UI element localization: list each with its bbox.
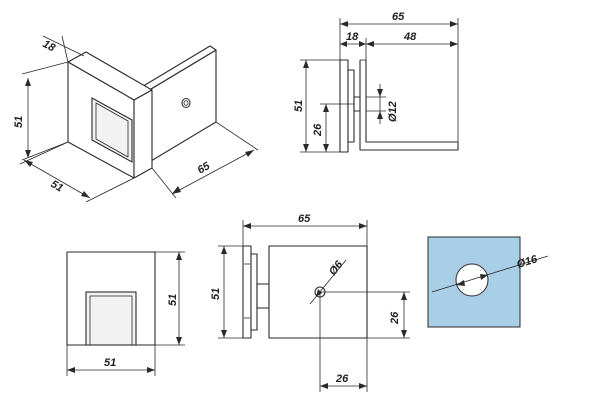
- side-dim65-label: 65: [298, 213, 311, 225]
- front-dim51h-arrow2: [176, 337, 182, 345]
- iso-recess-inner: [95, 102, 129, 158]
- iso-dim18-ext: [61, 35, 69, 63]
- side-view: 65 51 Ø6 26 26: [210, 213, 410, 392]
- side-bolt: [256, 283, 270, 309]
- iso-dim51w-line: [23, 159, 91, 199]
- iso-dim65-line: [171, 149, 255, 195]
- iso-screw-hole-inner-icon: [183, 100, 189, 106]
- iso-dim51h-ext2: [21, 141, 69, 161]
- iso-dim51h-ext1: [21, 61, 69, 75]
- top-dim65-arrow1: [340, 21, 348, 27]
- top-dim18-label: 18: [346, 31, 359, 43]
- front-dim51w-label: 51: [104, 357, 116, 369]
- iso-dim51w-label: 51: [49, 178, 66, 195]
- iso-dim51w-arrow1: [24, 160, 33, 167]
- side-dim26h-arrow1: [320, 383, 328, 389]
- iso-screw-hole-icon: [181, 97, 191, 109]
- front-recess: [85, 291, 137, 346]
- iso-dim65-ext2: [215, 121, 259, 151]
- side-dim26h-label: 26: [335, 373, 349, 385]
- iso-dim18-label: 18: [41, 38, 58, 55]
- front-dim51w-arrow1: [67, 367, 75, 373]
- iso-dim51w-ext2: [85, 177, 135, 203]
- top-l-body: [359, 60, 459, 151]
- top-dim18-arrow1: [340, 41, 347, 47]
- glass-dim16-arrow2: [480, 274, 488, 280]
- iso-recess: [91, 97, 133, 163]
- front-dim51w-arrow2: [147, 367, 155, 373]
- top-view: 65 18 48 51 26 Ø12: [293, 11, 459, 153]
- side-dim65-arrow1: [243, 223, 251, 229]
- side-dim51-arrow2: [221, 330, 227, 338]
- iso-dim65-label: 65: [196, 160, 213, 177]
- front-recess-inner: [89, 295, 133, 346]
- top-dim48-arrow2: [450, 41, 458, 47]
- iso-dim65-arrow2: [245, 150, 254, 157]
- side-plate-outer: [242, 245, 252, 339]
- iso-dim65-ext1: [151, 167, 177, 199]
- top-plate-inner: [347, 69, 355, 143]
- iso-dim65-arrow1: [172, 186, 181, 194]
- top-dim48-arrow1: [366, 41, 374, 47]
- top-dim12-label: Ø12: [387, 101, 399, 122]
- side-dim26v-label: 26: [389, 311, 401, 325]
- side-dim51-arrow1: [221, 246, 227, 254]
- side-dim6-arrow: [316, 289, 322, 297]
- iso-dim51h-label: 51: [13, 116, 25, 128]
- side-dim26v-arrow1: [401, 292, 407, 300]
- top-dim18-arrow2: [359, 41, 366, 47]
- side-dim51-label: 51: [210, 288, 222, 300]
- side-dim6-leader: [309, 259, 347, 305]
- glass-view: Ø16: [427, 236, 549, 328]
- iso-dim51w-arrow2: [81, 191, 90, 198]
- iso-dim51w-ext1: [19, 141, 69, 165]
- side-dim26v-arrow2: [401, 330, 407, 338]
- iso-dim51h-arrow2: [25, 150, 31, 158]
- isometric-view: 18 51 51 65: [13, 35, 259, 203]
- top-dim12-arrow1: [377, 89, 383, 97]
- top-dim65-arrow2: [450, 21, 458, 27]
- front-dim51h-label: 51: [167, 294, 179, 306]
- top-dim12-arrow2: [377, 111, 383, 119]
- side-dim65-arrow2: [359, 223, 367, 229]
- glass-dim16-leader: [431, 255, 549, 293]
- iso-dim18-line: [42, 35, 85, 57]
- top-dim65-label: 65: [392, 11, 405, 23]
- top-plate-outer: [339, 59, 349, 153]
- side-plate-inner: [250, 253, 258, 331]
- side-dim26h-arrow2: [359, 383, 367, 389]
- front-view: 51 51: [66, 251, 185, 376]
- top-dim48-label: 48: [403, 31, 417, 43]
- front-dim51h-arrow1: [176, 252, 182, 260]
- top-dim26-label: 26: [312, 123, 324, 137]
- top-dim51-label: 51: [293, 100, 305, 112]
- top-dim51-arrow1: [303, 60, 309, 68]
- top-dim26-arrow2: [323, 144, 329, 152]
- top-dim26-arrow1: [323, 104, 329, 112]
- top-dim51-arrow2: [303, 144, 309, 152]
- glass-dim16-arrow1: [456, 280, 465, 286]
- iso-dim51h-arrow1: [25, 78, 31, 86]
- iso-front-side: [133, 89, 153, 179]
